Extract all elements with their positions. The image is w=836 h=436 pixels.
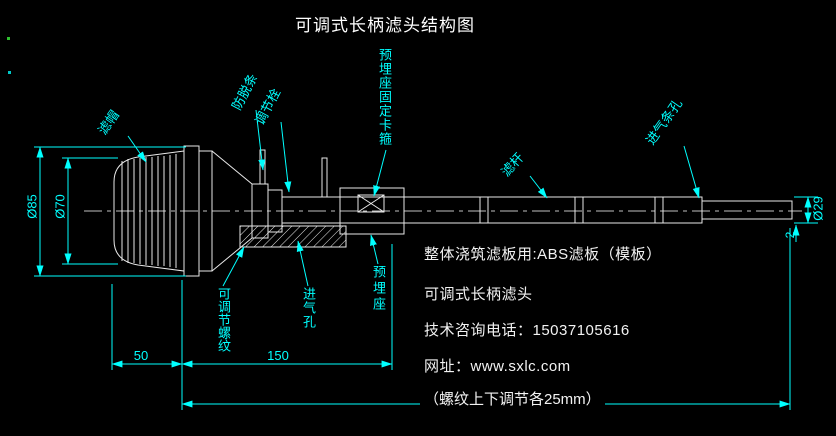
info-website: 网址：www.sxlc.com — [424, 358, 571, 375]
filter-rod-geometry — [281, 196, 793, 224]
drawing-title: 可调式长柄滤头结构图 — [295, 16, 475, 35]
label-embedded-seat-clamp: 预埋座固定卡箍 — [377, 48, 392, 146]
leader-lines — [127, 109, 700, 287]
label-adjustable-thread: 可调节螺纹 — [216, 287, 231, 352]
label-embedded-seat: 预埋座 — [371, 265, 386, 313]
info-product-name: 可调式长柄滤头 — [424, 286, 533, 303]
step-geometry — [251, 149, 328, 239]
info-phone: 技术咨询电话：15037105616 — [424, 322, 630, 339]
filter-cap-geometry — [113, 150, 185, 272]
info-filter-board: 整体浇筑滤板用:ABS滤板（模板） — [424, 246, 662, 263]
dim-step-2: 2 — [783, 231, 797, 239]
label-air-inlet-hole: 进气孔 — [301, 287, 316, 329]
dim-length-150: 150 — [267, 348, 289, 363]
dim-length-50: 50 — [133, 348, 149, 363]
dim-diameter-85: Ø85 — [24, 194, 40, 219]
dim-diameter-29: Ø29 — [810, 196, 826, 221]
flange-geometry — [183, 145, 213, 277]
part-geometry — [113, 145, 793, 277]
dim-thread-adjust-note: （螺纹上下调节各25mm） — [420, 388, 605, 409]
dim-diameter-70: Ø70 — [52, 194, 68, 219]
thread-sleeve-geometry — [239, 225, 347, 248]
embedded-seat-geometry — [339, 187, 405, 235]
stray-point-markers — [7, 37, 11, 74]
